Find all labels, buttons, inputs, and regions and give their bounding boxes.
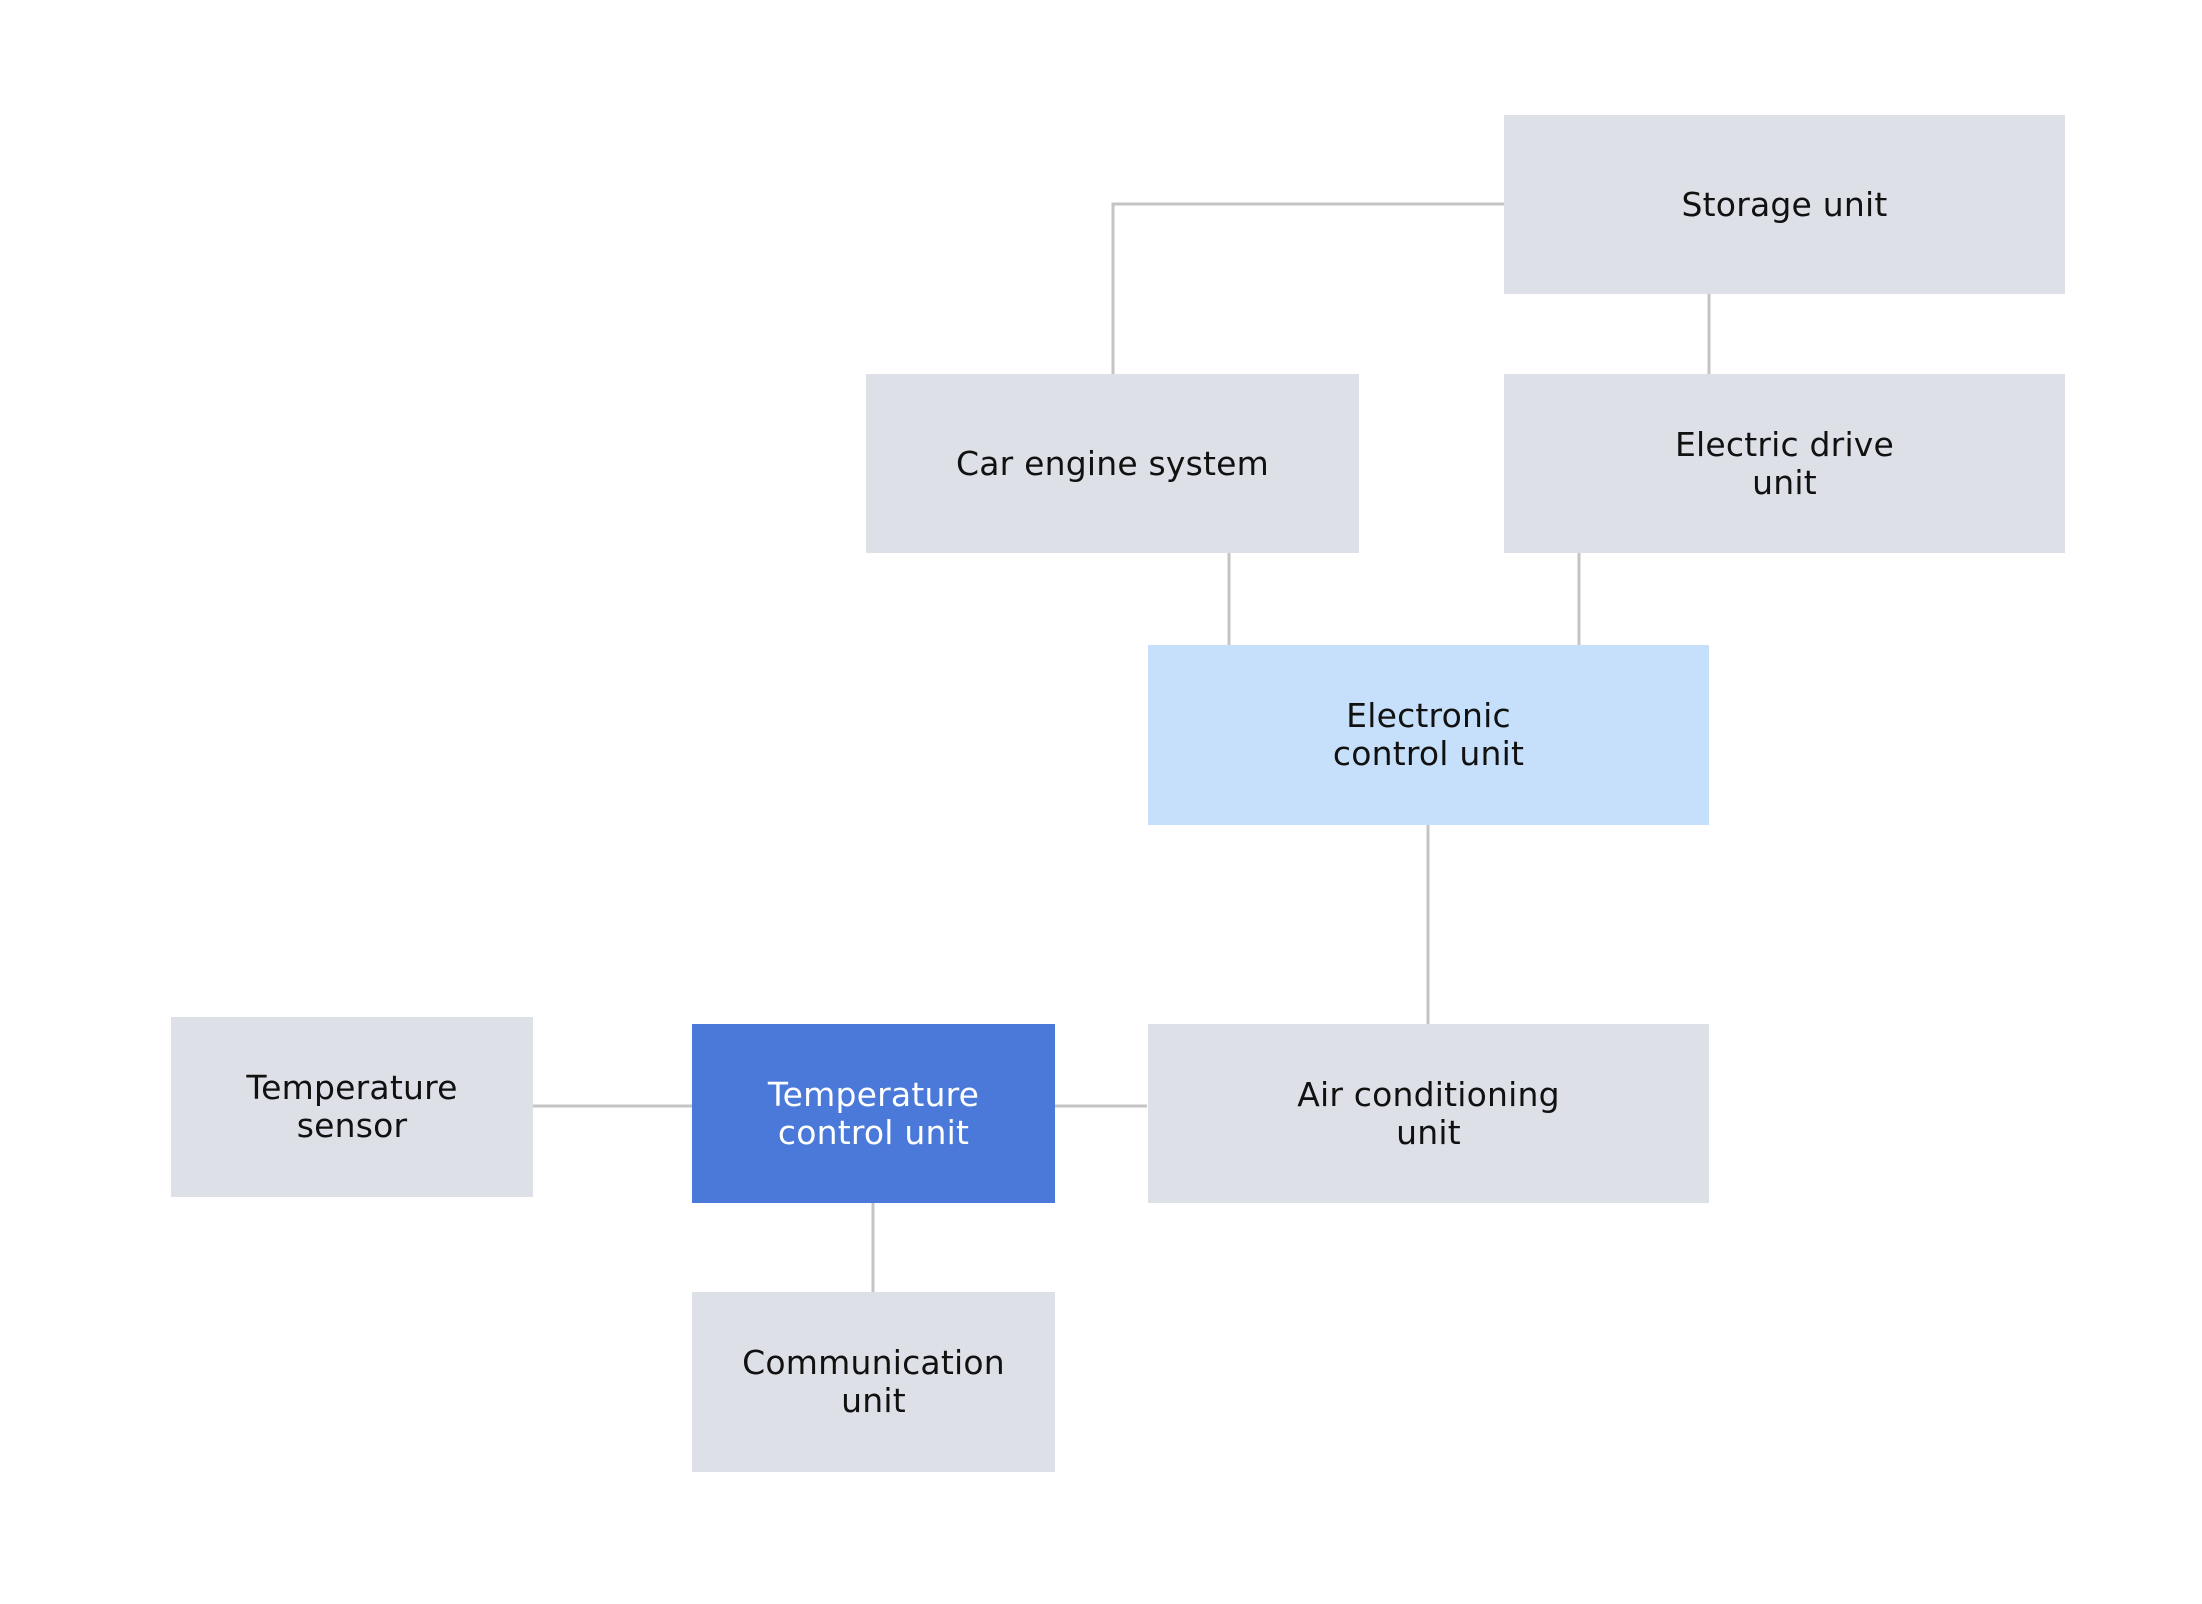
communication-unit-label: Communication unit xyxy=(742,1343,1005,1420)
electric-drive-unit-node[interactable]: Electric drive unit xyxy=(1504,374,2065,553)
communication-unit-node[interactable]: Communication unit xyxy=(692,1292,1055,1472)
electronic-control-unit-label: Electronic control unit xyxy=(1332,696,1525,773)
temperature-control-unit-node[interactable]: Temperature control unit xyxy=(692,1024,1055,1203)
air-conditioning-unit-label: Air conditioning unit xyxy=(1297,1074,1560,1152)
air-conditioning-unit-node[interactable]: Air conditioning unit xyxy=(1148,1024,1709,1203)
edge-storage-to-engine xyxy=(1111,202,1504,374)
car-engine-system-label: Car engine system xyxy=(955,443,1270,483)
storage-unit-node[interactable]: Storage unit xyxy=(1504,115,2065,294)
temperature-sensor-label: Temperature sensor xyxy=(246,1068,458,1145)
electric-drive-unit-label: Electric drive unit xyxy=(1674,424,1895,502)
electronic-control-unit-node[interactable]: Electronic control unit xyxy=(1148,645,1709,825)
storage-unit-label: Storage unit xyxy=(1681,184,1888,224)
car-engine-system-node[interactable]: Car engine system xyxy=(866,374,1359,553)
temperature-sensor-node[interactable]: Temperature sensor xyxy=(171,1017,533,1197)
temperature-control-unit-label: Temperature control unit xyxy=(767,1074,980,1152)
